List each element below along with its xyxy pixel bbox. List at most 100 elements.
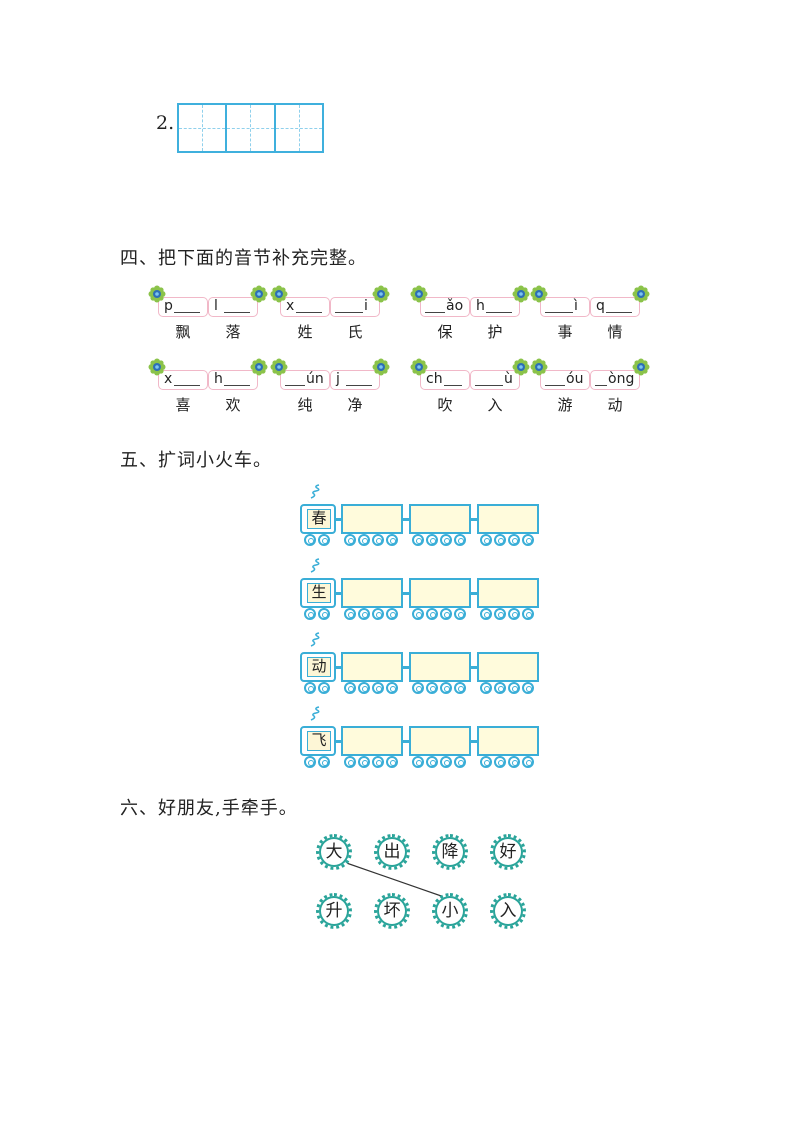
wheel-icon — [480, 608, 492, 620]
flower-icon — [250, 285, 268, 303]
train-car-blank[interactable] — [409, 726, 471, 756]
word-circle-top[interactable]: 降 — [432, 834, 468, 870]
hanzi-label: 姓 — [297, 323, 313, 341]
train-car-blank[interactable] — [409, 578, 471, 608]
wheel-icon — [480, 756, 492, 768]
hanzi-label: 飘 — [175, 323, 191, 341]
wheel-icon — [454, 534, 466, 546]
hanzi-label: 净 — [347, 396, 363, 414]
train-car-blank[interactable] — [477, 726, 539, 756]
item-number: 2. — [156, 112, 175, 134]
wheel-icon — [344, 608, 356, 620]
word-train: 生 — [300, 558, 550, 624]
word-circle-top[interactable]: 大 — [316, 834, 352, 870]
train-car-blank[interactable] — [341, 726, 403, 756]
hanzi-label: 纯 — [297, 396, 313, 414]
wheel-icon — [522, 756, 534, 768]
wheel-icon — [508, 534, 520, 546]
hanzi-label: 落 — [225, 323, 241, 341]
word-circle-bottom[interactable]: 入 — [490, 893, 526, 929]
wheel-icon — [304, 756, 316, 768]
wheel-icon — [358, 756, 370, 768]
hanzi-label: 氏 — [347, 323, 363, 341]
wheel-icon — [386, 608, 398, 620]
flower-icon — [410, 285, 428, 303]
wheel-icon — [318, 682, 330, 694]
word-circle-bottom[interactable]: 小 — [432, 893, 468, 929]
coupler — [335, 666, 343, 669]
writing-cell[interactable] — [227, 105, 276, 151]
answer-line — [285, 385, 305, 386]
hanzi-label: 吹 — [437, 396, 453, 414]
wheel-icon — [454, 682, 466, 694]
train-car-blank[interactable] — [409, 504, 471, 534]
answer-line — [296, 312, 322, 313]
answer-line — [224, 385, 250, 386]
wheel-icon — [318, 608, 330, 620]
pinyin-suffix: ún — [306, 371, 324, 387]
flower-icon — [530, 358, 548, 376]
coupler — [471, 518, 479, 521]
smoke-icon — [308, 706, 324, 722]
section4-heading: 四、把下面的音节补充完整。 — [120, 248, 367, 269]
wheel-icon — [358, 534, 370, 546]
flower-icon — [632, 285, 650, 303]
train-car-blank[interactable] — [477, 504, 539, 534]
wheel-icon — [480, 682, 492, 694]
coupler — [403, 518, 411, 521]
word-circle-bottom[interactable]: 升 — [316, 893, 352, 929]
pinyin-prefix: l — [214, 298, 218, 314]
coupler — [335, 740, 343, 743]
word-circle-top[interactable]: 出 — [374, 834, 410, 870]
locomotive-char: 动 — [307, 657, 331, 677]
wheel-icon — [412, 608, 424, 620]
answer-line — [486, 312, 512, 313]
train-car-blank[interactable] — [341, 504, 403, 534]
flower-icon — [270, 285, 288, 303]
flower-icon — [250, 358, 268, 376]
wheel-icon — [508, 682, 520, 694]
train-car-blank[interactable] — [477, 578, 539, 608]
train-car-blank[interactable] — [477, 652, 539, 682]
pinyin-suffix: òng — [608, 371, 635, 387]
pinyin-suffix: i — [364, 298, 368, 314]
hanzi-label: 事 — [557, 323, 573, 341]
pinyin-suffix: óu — [566, 371, 584, 387]
section5-heading: 五、扩词小火车。 — [120, 450, 272, 471]
wheel-icon — [344, 682, 356, 694]
coupler — [335, 592, 343, 595]
word-circle-bottom[interactable]: 坏 — [374, 893, 410, 929]
writing-cell[interactable] — [275, 105, 323, 151]
wheel-icon — [426, 534, 438, 546]
wheel-icon — [508, 608, 520, 620]
hanzi-label: 入 — [487, 396, 503, 414]
smoke-icon — [308, 484, 324, 500]
train-car-blank[interactable] — [341, 652, 403, 682]
answer-line — [545, 312, 573, 313]
pinyin-suffix: ì — [574, 298, 578, 314]
writing-grid[interactable] — [177, 103, 324, 153]
flower-icon — [372, 358, 390, 376]
wheel-icon — [304, 534, 316, 546]
train-car-blank[interactable] — [341, 578, 403, 608]
wheel-icon — [494, 682, 506, 694]
hanzi-label: 保 — [437, 323, 453, 341]
locomotive-char: 春 — [307, 509, 331, 529]
word-circle-top[interactable]: 好 — [490, 834, 526, 870]
smoke-icon — [308, 558, 324, 574]
locomotive: 动 — [300, 652, 336, 682]
answer-line — [595, 385, 607, 386]
writing-cell[interactable] — [179, 105, 228, 151]
answer-line — [224, 312, 250, 313]
flower-icon — [530, 285, 548, 303]
train-car-blank[interactable] — [409, 652, 471, 682]
coupler — [471, 592, 479, 595]
